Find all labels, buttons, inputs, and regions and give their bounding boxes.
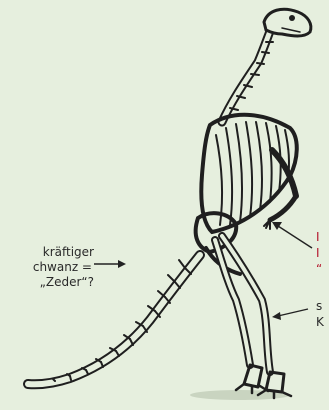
neck-and-head xyxy=(222,9,311,122)
arrows xyxy=(94,222,312,320)
leg-label-line-2: K xyxy=(316,313,324,331)
arm-label-line-3: “ xyxy=(316,260,322,278)
tail-arrow xyxy=(94,260,126,268)
tail-label-line-3: „Zeder“? xyxy=(18,273,94,291)
leg-arrow xyxy=(272,309,308,320)
arm-arrow xyxy=(272,222,312,248)
